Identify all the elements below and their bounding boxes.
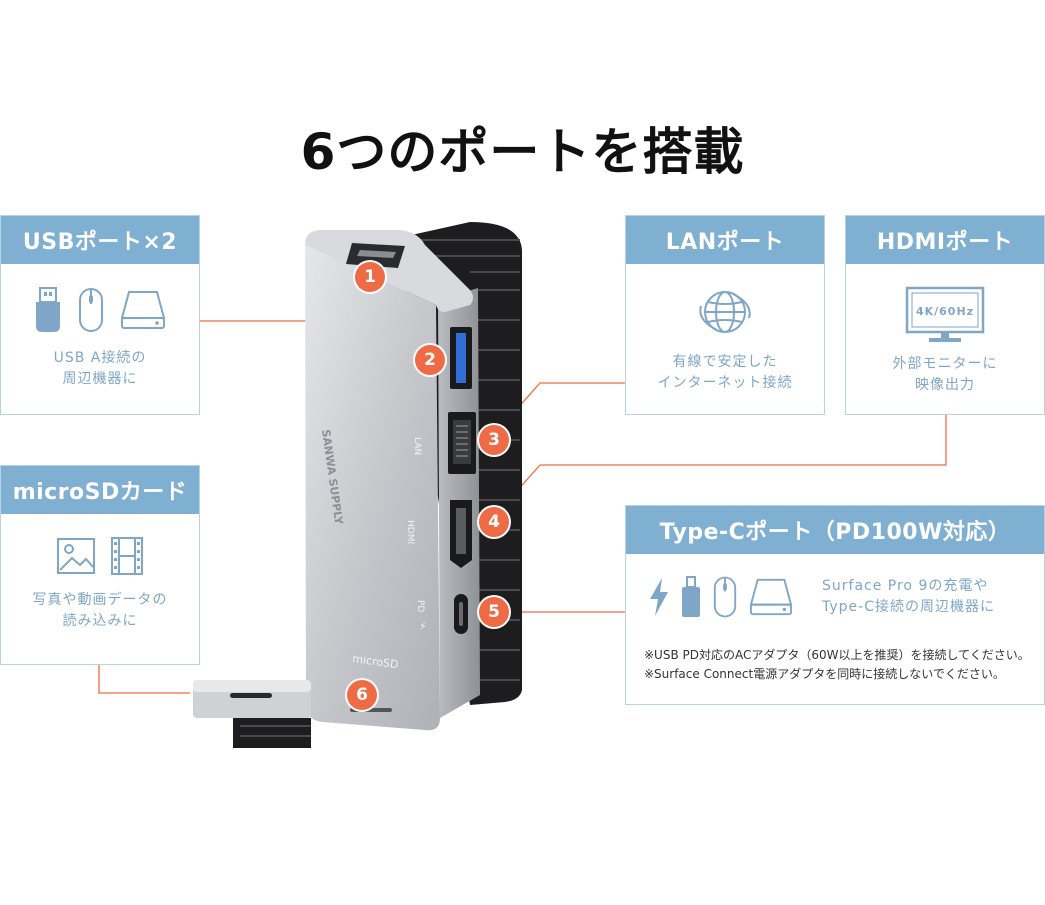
typec-port-card-note: ※USB PD対応のACアダプタ（60W以上を推奨）を接続してください。 ※Su…	[644, 648, 1030, 681]
typec-port-card-description: Surface Pro 9の充電や Type-C接続の周辺機器に	[822, 578, 995, 615]
photo-icon	[57, 538, 95, 574]
hdmi-port	[450, 500, 472, 568]
port-badge-1: 1	[355, 262, 385, 292]
microsd-closeup	[193, 680, 311, 748]
pd-lightning-icon: ⚡	[419, 620, 427, 633]
lan-port-card-header: LANポート	[626, 216, 824, 264]
lan-port-card-description: 有線で安定した インターネット接続	[657, 354, 793, 391]
lan-port-card: LANポート 有線で安定した インターネット接続	[625, 215, 825, 415]
usb-c-port	[454, 594, 468, 634]
usb-port-top	[346, 243, 405, 268]
port-badge-6: 6	[347, 680, 377, 710]
page-title: 6つのポートを搭載	[300, 123, 745, 181]
usb-port-card: USBポート×2 USB A接続の 周辺機器に	[0, 215, 200, 415]
film-icon	[111, 537, 143, 575]
usb-port-card-header: USBポート×2	[1, 216, 199, 264]
microsd-card: microSDカード 写真や動画データの 読み込みに	[0, 465, 200, 665]
hdmi-port-card-header: HDMIポート	[846, 216, 1044, 264]
port-badge-3: 3	[479, 425, 509, 455]
port-badge-2: 2	[415, 345, 445, 375]
top-face	[305, 230, 473, 312]
hdmi-port-card-description: 外部モニターに 映像出力	[892, 356, 998, 393]
monitor-resolution-label: 4K/60Hz	[916, 305, 974, 318]
port-label-microsd: microSD	[352, 652, 400, 671]
port-badge-4: 4	[479, 507, 509, 537]
usb-c-stick-icon	[682, 576, 700, 617]
port-label-lan: LAN	[412, 437, 422, 455]
lan-port	[448, 412, 476, 474]
microsd-card-description: 写真や動画データの 読み込みに	[32, 592, 168, 629]
lightning-icon	[650, 578, 668, 616]
front-face	[305, 245, 440, 731]
port-badge-5: 5	[479, 597, 509, 627]
hdd-icon	[120, 291, 166, 329]
microsd-card-header: microSDカード	[1, 466, 199, 514]
port-label-pd: PD	[415, 600, 425, 612]
mouse-icon	[79, 288, 103, 332]
connector-microsd	[98, 665, 190, 694]
typec-port-card-header: Type-Cポート（PD100W対応）	[626, 506, 1044, 554]
hdmi-port-card: HDMIポート 4K/60Hz 外部モニターに 映像出力	[845, 215, 1045, 415]
usb-port-card-description: USB A接続の 周辺機器に	[53, 350, 147, 387]
port-label-hdmi: HDMI	[405, 520, 415, 544]
typec-port-card: Type-Cポート（PD100W対応） Surface Pro 9の充電や Ty…	[625, 505, 1045, 705]
hdd-icon	[749, 578, 793, 616]
usb-stick-icon	[36, 287, 60, 332]
monitor-icon: 4K/60Hz	[905, 286, 985, 342]
mouse-icon	[713, 576, 737, 618]
usb-a-port-side	[450, 327, 472, 389]
globe-icon	[699, 291, 751, 333]
